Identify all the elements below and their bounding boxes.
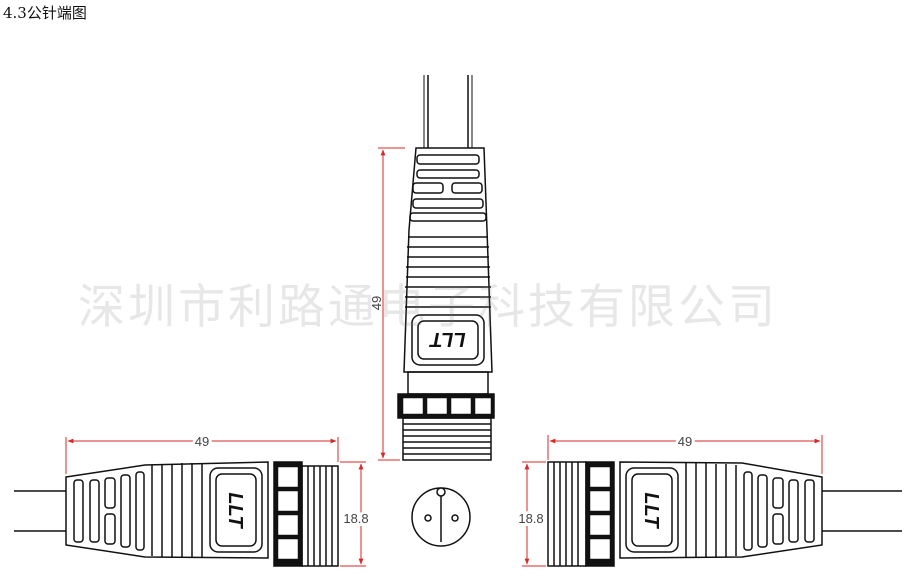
right-diameter-dimension (522, 461, 546, 567)
pin-face-view (411, 487, 471, 547)
top-connector (397, 75, 495, 461)
company-watermark: 深圳市利路通电子科技有限公司 (78, 280, 778, 335)
right-diameter-label: 18.8 (518, 511, 543, 526)
right-length-label: 49 (678, 434, 692, 449)
left-diameter-dimension (340, 461, 366, 567)
left-logo: LLT (224, 492, 246, 529)
right-length-dimension (547, 435, 823, 474)
top-length-label: 49 (369, 296, 384, 310)
top-length-dimension (378, 147, 405, 461)
top-logo: LLT (429, 328, 466, 350)
left-length-dimension (65, 437, 339, 474)
section-heading: 4.3公针端图 (3, 4, 87, 22)
left-diameter-label: 18.8 (343, 511, 368, 526)
left-connector (14, 461, 339, 567)
right-connector (547, 461, 902, 567)
right-logo: LLT (640, 492, 662, 529)
left-length-label: 49 (195, 434, 209, 449)
